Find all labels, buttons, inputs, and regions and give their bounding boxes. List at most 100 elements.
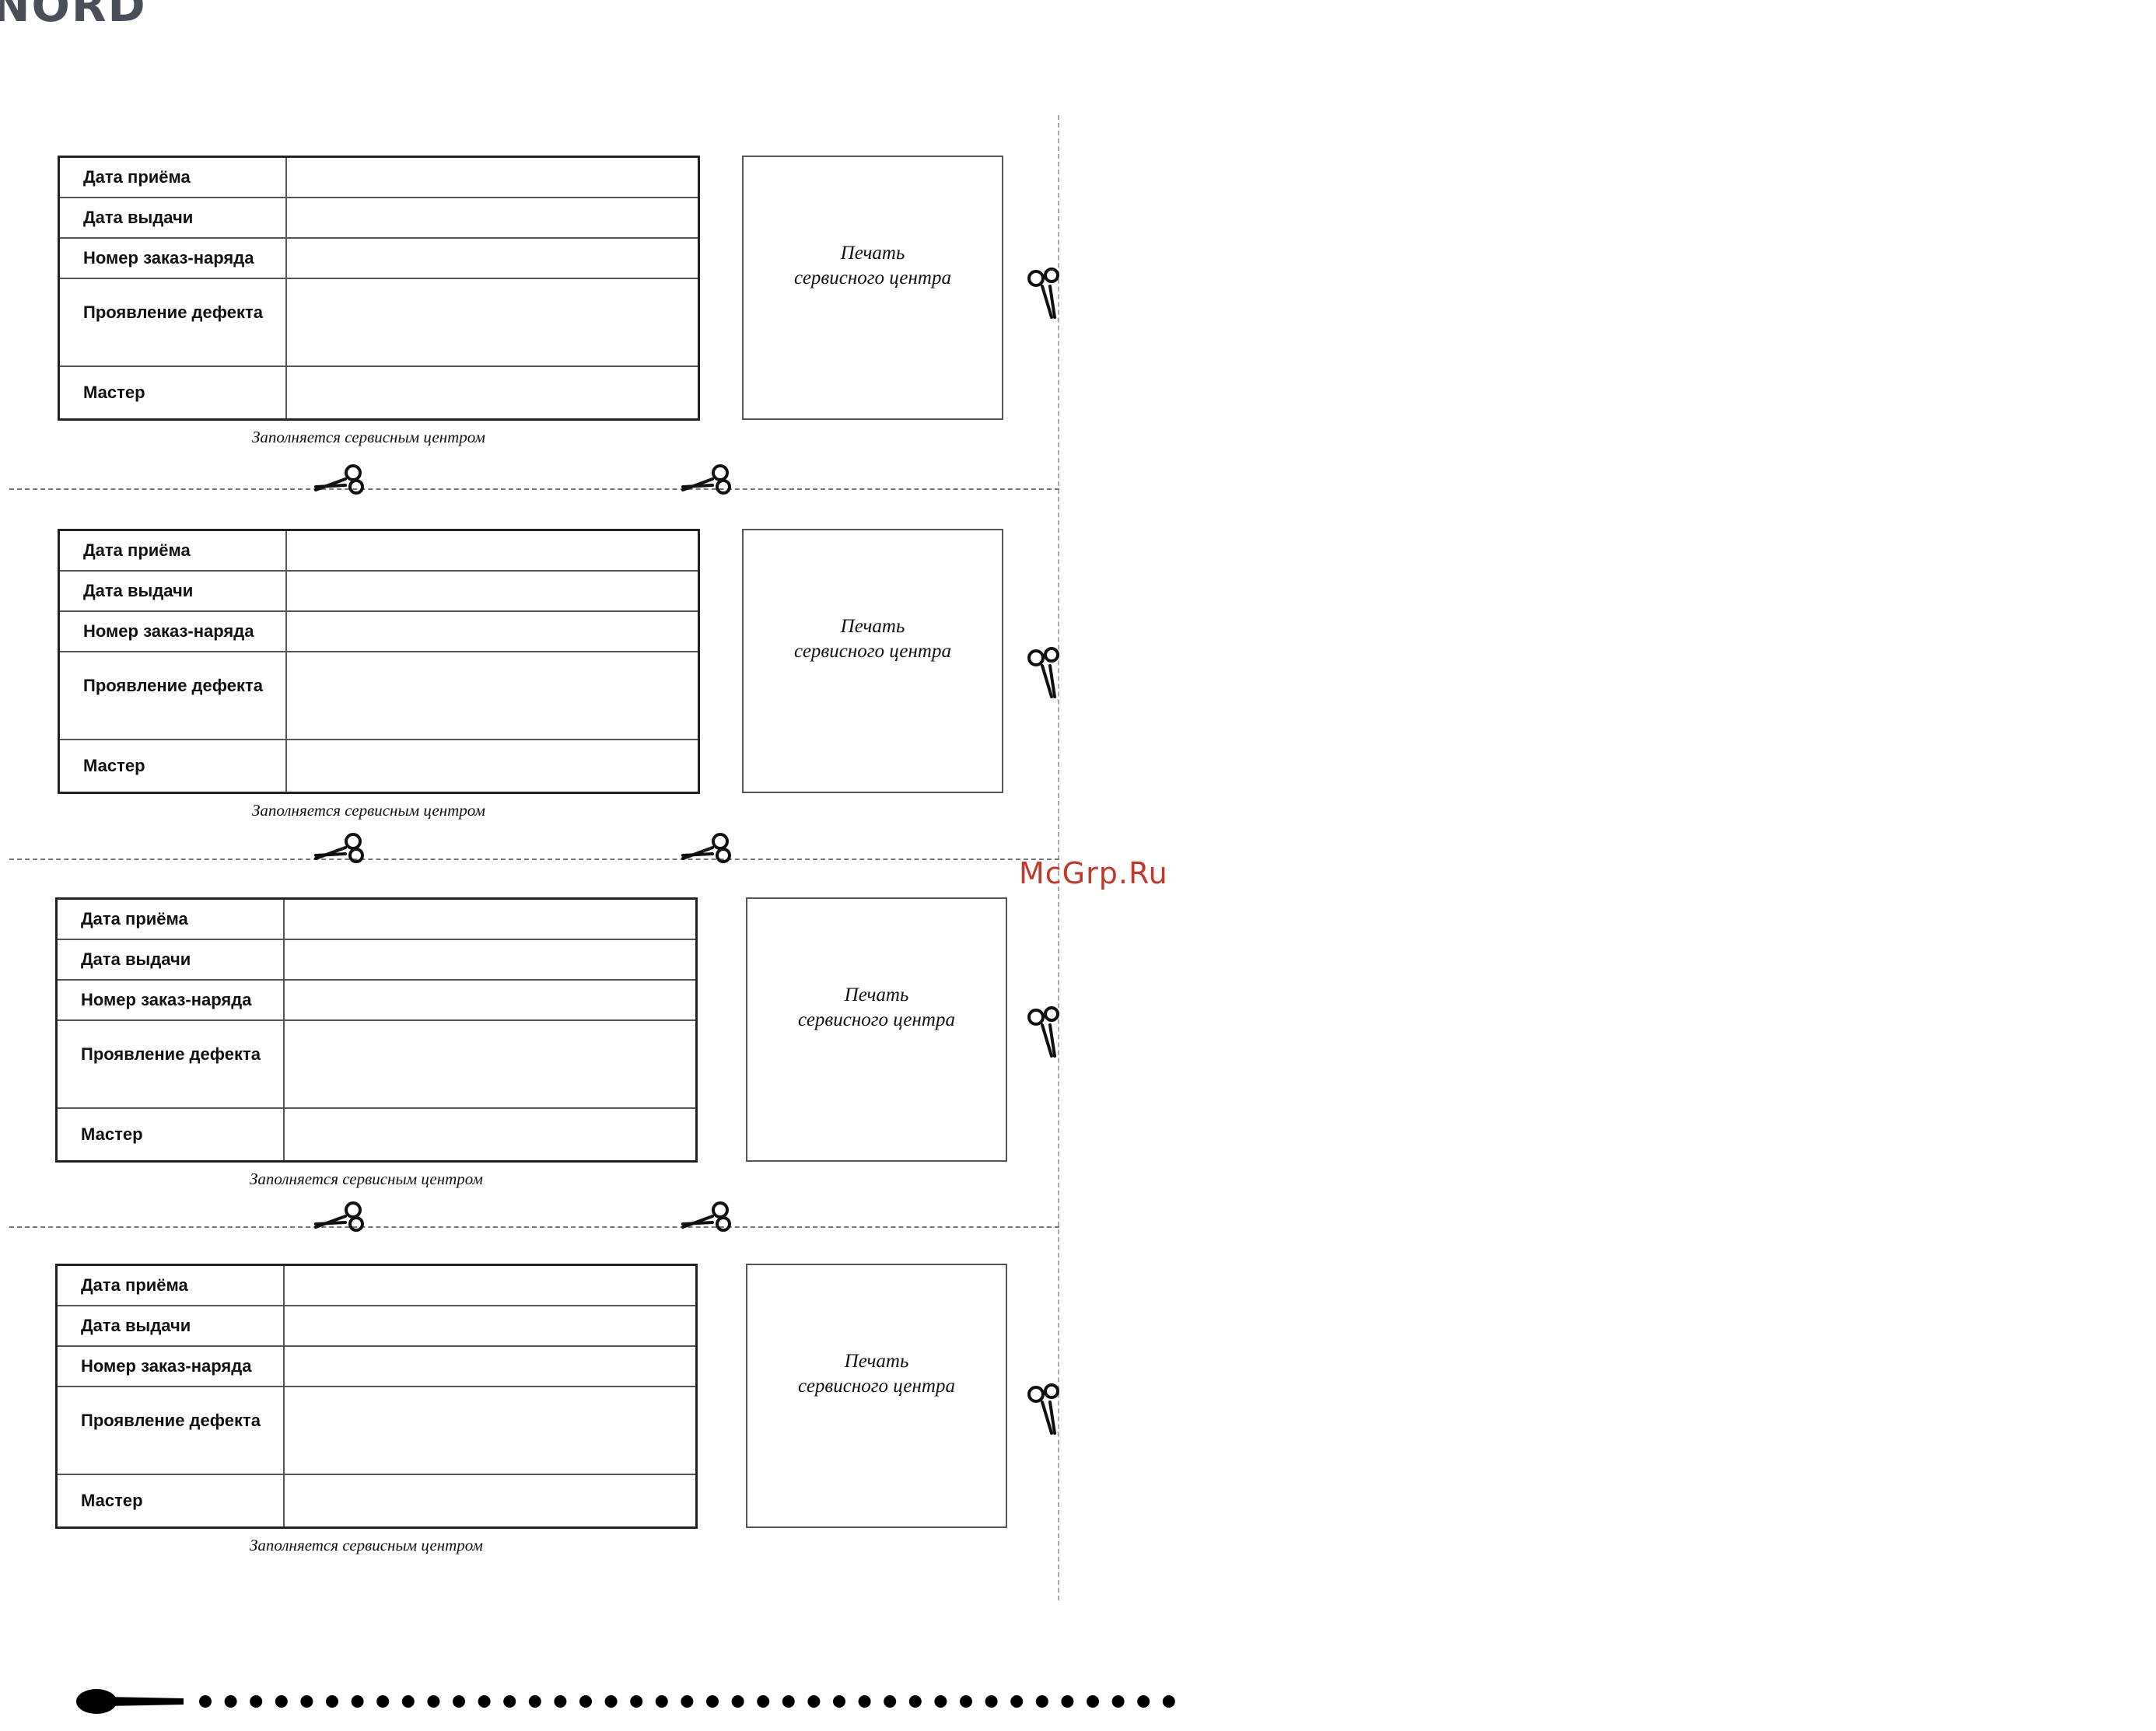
warranty-coupon: Дата приёма Дата выдачи Номер заказ-наря…	[55, 1264, 1066, 1606]
table-row: Номер заказ-наряда	[55, 1345, 698, 1387]
rule-dot	[275, 1695, 288, 1708]
filled-by-service-note: Заполняется сервисным центром	[250, 1536, 483, 1554]
service-center-stamp-box: Печать сервисного центра	[742, 156, 1003, 420]
warranty-coupon: Дата приёма Дата выдачи Номер заказ-наря…	[55, 897, 1066, 1240]
rule-dot	[1111, 1695, 1125, 1708]
scissors-icon	[1027, 264, 1059, 319]
table-row: Номер заказ-наряда	[55, 978, 698, 1021]
rule-dot	[528, 1695, 541, 1708]
master-field[interactable]	[285, 738, 700, 794]
rule-dot	[731, 1695, 744, 1708]
rule-dot	[807, 1695, 821, 1708]
table-row: Номер заказ-наряда	[58, 236, 700, 279]
order-number-label: Номер заказ-наряда	[58, 236, 288, 279]
dotted-rule-decoration	[75, 1686, 1188, 1717]
defect-field[interactable]	[283, 1385, 698, 1475]
master-field[interactable]	[283, 1473, 698, 1529]
rule-dot	[985, 1695, 998, 1708]
master-field[interactable]	[283, 1107, 698, 1163]
rule-dot	[858, 1695, 871, 1708]
date-issued-field[interactable]	[285, 196, 700, 239]
date-received-field[interactable]	[283, 897, 698, 940]
filled-by-service-note: Заполняется сервисным центром	[252, 428, 485, 446]
coupon-form-table: Дата приёма Дата выдачи Номер заказ-наря…	[55, 1264, 698, 1529]
scissors-icon	[1027, 1380, 1059, 1435]
table-row: Дата приёма	[55, 1264, 698, 1306]
table-row: Проявление дефекта	[55, 1019, 698, 1109]
defect-field[interactable]	[285, 650, 700, 740]
stamp-label-line2: сервисного центра	[798, 1009, 955, 1030]
service-center-stamp-box: Печать сервисного центра	[742, 529, 1003, 793]
master-field[interactable]	[285, 365, 700, 421]
scissors-icon	[681, 832, 734, 863]
warranty-coupon: Дата приёма Дата выдачи Номер заказ-наря…	[58, 529, 1069, 871]
rule-dot	[453, 1695, 465, 1708]
horizontal-cut-line	[9, 488, 1059, 490]
rule-dot	[630, 1695, 643, 1708]
rule-dot	[757, 1695, 770, 1708]
table-row: Проявление дефекта	[58, 277, 700, 367]
date-issued-field[interactable]	[283, 1304, 698, 1347]
defect-label: Проявление дефекта	[58, 277, 288, 367]
date-received-field[interactable]	[283, 1264, 698, 1306]
horizontal-cut-line	[9, 859, 1059, 860]
rule-dot	[1010, 1695, 1024, 1708]
table-row: Мастер	[58, 365, 700, 421]
scissors-icon	[681, 1201, 734, 1232]
date-issued-field[interactable]	[283, 938, 698, 981]
scissors-icon	[1027, 644, 1059, 698]
date-received-label: Дата приёма	[55, 1264, 285, 1306]
order-number-label: Номер заказ-наряда	[55, 1345, 285, 1387]
rule-dot	[604, 1695, 618, 1708]
warranty-coupon: Дата приёма Дата выдачи Номер заказ-наря…	[58, 156, 1069, 498]
order-number-field[interactable]	[285, 236, 700, 279]
table-row: Дата приёма	[55, 897, 698, 940]
rule-dot	[250, 1695, 263, 1708]
service-center-stamp-box: Печать сервисного центра	[746, 897, 1007, 1162]
coupon-form-table: Дата приёма Дата выдачи Номер заказ-наря…	[58, 156, 700, 421]
master-label: Мастер	[58, 365, 288, 421]
rule-dot	[884, 1695, 897, 1708]
table-row: Дата выдачи	[55, 938, 698, 981]
table-row: Дата приёма	[58, 156, 700, 198]
table-row: Дата выдачи	[55, 1304, 698, 1347]
date-received-field[interactable]	[285, 529, 700, 572]
filled-by-service-note: Заполняется сервисным центром	[250, 1170, 483, 1188]
date-issued-field[interactable]	[285, 569, 700, 612]
rule-dot	[960, 1695, 972, 1708]
order-number-field[interactable]	[283, 1345, 698, 1387]
master-label: Мастер	[55, 1107, 285, 1163]
order-number-field[interactable]	[285, 610, 700, 652]
order-number-field[interactable]	[283, 978, 698, 1021]
stamp-label-line2: сервисного центра	[798, 1376, 955, 1397]
stamp-label-line1: Печать	[844, 984, 909, 1005]
rule-dot	[478, 1695, 491, 1708]
coupon-form-table: Дата приёма Дата выдачи Номер заказ-наря…	[55, 897, 698, 1163]
rule-dot	[554, 1695, 567, 1708]
table-row: Мастер	[58, 738, 700, 794]
order-number-label: Номер заказ-наряда	[58, 610, 288, 652]
master-label: Мастер	[55, 1473, 285, 1529]
table-row: Мастер	[55, 1473, 698, 1529]
rule-dot	[1035, 1695, 1048, 1708]
rule-dot	[199, 1695, 212, 1708]
rule-dot	[1162, 1695, 1175, 1708]
coupon-form-table: Дата приёма Дата выдачи Номер заказ-наря…	[58, 529, 700, 794]
rule-dot	[503, 1695, 516, 1708]
defect-field[interactable]	[285, 277, 700, 367]
rule-dot	[224, 1695, 237, 1708]
order-number-label: Номер заказ-наряда	[55, 978, 285, 1021]
rule-dot	[706, 1695, 719, 1708]
nord-logo: NORD	[0, 0, 147, 32]
defect-field[interactable]	[283, 1019, 698, 1109]
defect-label: Проявление дефекта	[58, 650, 288, 740]
defect-label: Проявление дефекта	[55, 1019, 285, 1109]
mcgrp-watermark[interactable]: McGrp.Ru	[1019, 856, 1168, 890]
rule-dot	[351, 1695, 364, 1708]
table-row: Мастер	[55, 1107, 698, 1163]
stamp-label-line1: Печать	[844, 1351, 909, 1372]
date-received-field[interactable]	[285, 156, 700, 198]
service-center-stamp-box: Печать сервисного центра	[746, 1264, 1007, 1528]
date-issued-label: Дата выдачи	[58, 569, 288, 612]
scissors-icon	[314, 1201, 367, 1232]
